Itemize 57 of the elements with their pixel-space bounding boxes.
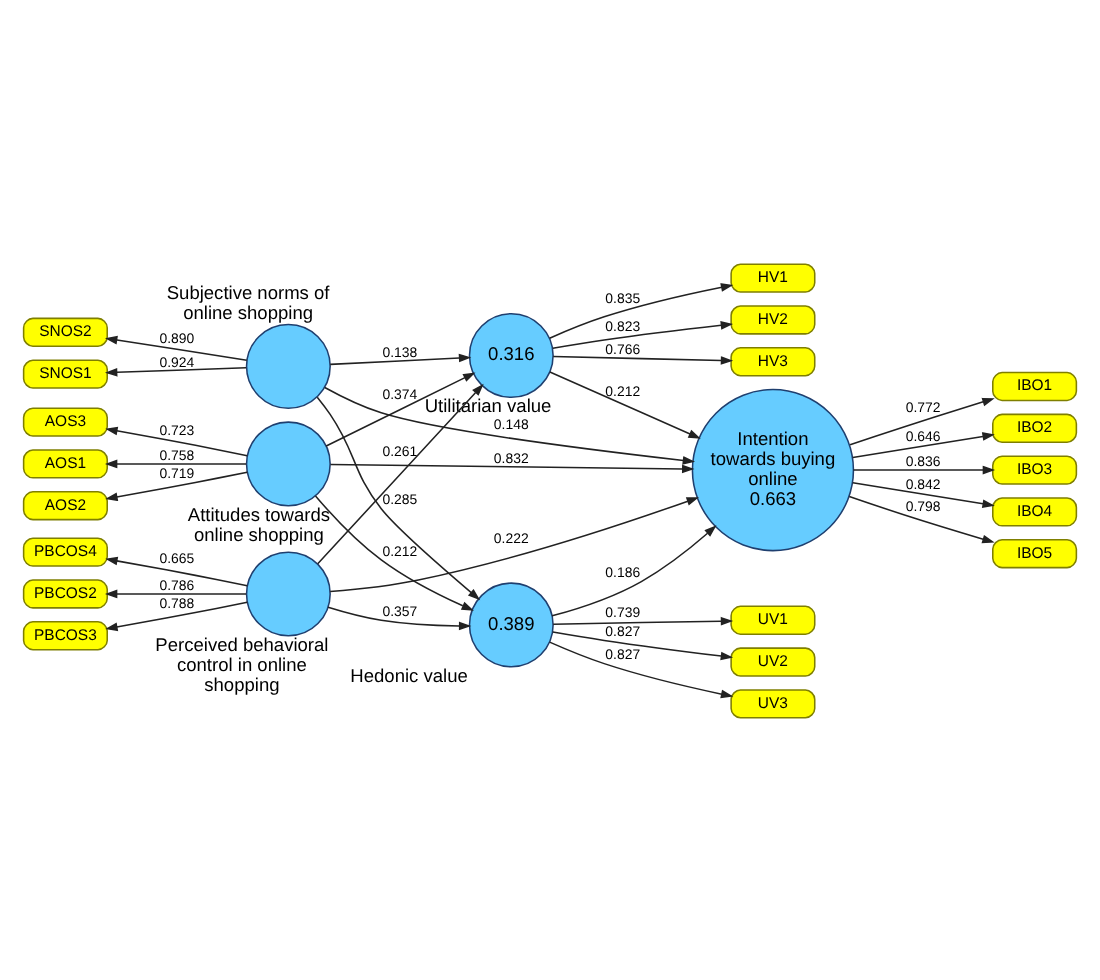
- arrow: [552, 354, 734, 364]
- arrow: [329, 496, 699, 592]
- node-box: PBCOS3: [22, 620, 108, 650]
- arrow: [852, 464, 996, 474]
- node-box: IBO4: [992, 496, 1078, 526]
- arrow: [552, 320, 734, 349]
- arrow: [105, 425, 249, 456]
- arrow: [324, 385, 696, 464]
- node-box: UV1: [730, 604, 816, 634]
- arrow: [552, 630, 734, 660]
- node-box: AOS1: [22, 448, 108, 478]
- node-box: SNOS2: [22, 316, 108, 347]
- node-circle: Intention towards buying online 0.663: [691, 387, 855, 551]
- arrow: [327, 605, 472, 630]
- arrow: [329, 352, 472, 365]
- arrow: [548, 282, 734, 338]
- arrow: [848, 494, 995, 543]
- arrow: [104, 366, 247, 376]
- node-box: IBO1: [992, 370, 1078, 401]
- arrow: [105, 555, 249, 586]
- arrow: [105, 600, 249, 631]
- node-label: Subjective norms of online shopping: [166, 282, 330, 323]
- node-label: Attitudes towards online shopping: [187, 503, 331, 544]
- arrow: [105, 470, 249, 501]
- arrow: [104, 334, 248, 360]
- node-box: SNOS1: [22, 358, 108, 388]
- node-label: Perceived behavioral control in online shopping: [155, 633, 329, 694]
- node-box: HV1: [730, 262, 816, 292]
- arrow: [548, 640, 734, 698]
- arrow: [316, 395, 481, 600]
- node-box: AOS3: [22, 406, 108, 436]
- arrow: [852, 480, 995, 508]
- node-box: UV2: [730, 646, 816, 676]
- node-circle: [245, 420, 331, 506]
- node-box: IBO3: [992, 454, 1078, 484]
- node-box: HV3: [730, 346, 816, 376]
- arrow: [852, 431, 995, 458]
- arrow: [549, 370, 701, 438]
- arrow: [325, 371, 476, 446]
- arrow: [314, 494, 474, 610]
- arrow: [329, 462, 695, 473]
- node-label: Hedonic value: [350, 664, 468, 685]
- arrow: [104, 458, 247, 468]
- node-box: IBO2: [992, 412, 1078, 442]
- node-box: PBCOS2: [22, 578, 108, 608]
- node-circle: [245, 322, 331, 408]
- arrow: [551, 524, 717, 616]
- arrow: [849, 396, 995, 445]
- node-box: HV2: [730, 304, 816, 334]
- node-box: PBCOS4: [22, 536, 108, 566]
- arrow: [316, 382, 484, 564]
- arrow: [552, 615, 734, 625]
- node-circle: [245, 550, 331, 636]
- node-box: UV3: [730, 688, 816, 718]
- node-box: IBO5: [992, 538, 1078, 568]
- arrow: [104, 588, 247, 598]
- node-box: AOS2: [22, 490, 108, 520]
